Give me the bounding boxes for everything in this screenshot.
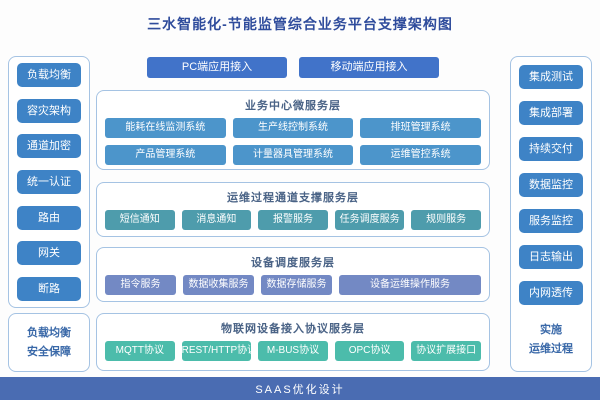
right-sidebar: 集成测试集成部署持续交付数据监控服务监控日志输出内网透传实施 运维过程 [510,56,592,372]
diagram-title: 三水智能化-节能监管综合业务平台支撑架构图 [147,16,453,32]
access-button: 移动端应用接入 [299,57,439,78]
service-chip: 运维管控系统 [360,145,482,165]
section-title: 物联网设备接入协议服务层 [221,323,365,335]
right-sidebar-item: 服务监控 [519,209,583,233]
left-sidebar-item: 断路 [17,276,81,301]
section-title: 运维过程通道支撑服务层 [227,192,359,204]
right-sidebar-item: 集成测试 [519,65,583,89]
service-chip: 指令服务 [105,275,176,295]
access-button: PC端应用接入 [147,57,287,78]
service-chip: 计量器具管理系统 [232,145,354,165]
right-sidebar-item: 日志输出 [519,245,583,269]
service-chip: 数据存储服务 [261,275,332,295]
right-sidebar-item: 内网透传 [519,281,583,305]
section-row: MQTT协议 REST/HTTP协议 M-BUS协议 OPC协议协议扩展接口 [105,341,481,361]
service-chip: 规则服务 [411,210,481,230]
service-chip: 数据收集服务 [183,275,254,295]
service-chip: 生产线控制系统 [232,118,354,138]
section-row: 能耗在线监测系统生产线控制系统排班管理系统 [105,118,482,138]
service-chip: 消息通知 [181,210,252,230]
service-chip: 排班管理系统 [360,118,482,138]
right-sidebar-footer-label: 实施 运维过程 [529,324,573,355]
service-chip: MQTT协议 [105,341,175,361]
left-sidebar: 负载均衡容灾架构通道加密统一认证路由网关断路 [8,56,90,308]
left-sidebar-item: 网关 [17,241,81,266]
service-chip: REST/HTTP协议 [181,341,252,361]
section-row: 产品管理系统计量器具管理系统运维管控系统 [105,145,482,165]
right-sidebar-item: 数据监控 [519,173,583,197]
left-sidebar-item: 通道加密 [17,134,81,159]
section-layer: 运维过程通道支撑服务层短信通知消息通知报警服务任务调度服务规则服务 [96,182,490,237]
section-row: 指令服务数据收集服务数据存储服务设备运维操作服务 [105,275,481,295]
section-row: 短信通知消息通知报警服务任务调度服务规则服务 [105,210,481,230]
bottom-bar: SAAS优化设计 [0,377,600,400]
section-layer: 业务中心微服务层能耗在线监测系统生产线控制系统排班管理系统产品管理系统计量器具管… [96,90,490,170]
service-chip: 报警服务 [258,210,328,230]
section-title: 设备调度服务层 [251,257,335,269]
left-sidebar-item: 路由 [17,205,81,230]
section-layer: 物联网设备接入协议服务层 MQTT协议 REST/HTTP协议 M-BUS协议 OPC协… [96,313,490,371]
left-sidebar-item: 容灾架构 [17,98,81,123]
service-chip: 设备运维操作服务 [339,275,481,295]
left-sidebar-footer-label: 负载均衡 安全保障 [27,326,71,358]
section-layer: 设备调度服务层指令服务数据收集服务数据存储服务设备运维操作服务 [96,247,490,302]
left-sidebar-footer-box: 负载均衡 安全保障 [8,313,90,372]
service-chip: M-BUS协议 [258,341,328,361]
right-sidebar-item: 集成部署 [519,101,583,125]
left-sidebar-item: 统一认证 [17,169,81,194]
service-chip: 产品管理系统 [105,145,226,165]
left-sidebar-item: 负载均衡 [17,63,81,87]
right-sidebar-item: 持续交付 [519,137,583,161]
service-chip: 短信通知 [105,210,175,230]
section-title: 业务中心微服务层 [245,100,341,112]
service-chip: 协议扩展接口 [411,341,481,361]
service-chip: 任务调度服务 [334,210,405,230]
service-chip: OPC协议 [334,341,405,361]
app-access-row: PC端应用接入移动端应用接入 [96,57,490,78]
service-chip: 能耗在线监测系统 [105,118,226,138]
